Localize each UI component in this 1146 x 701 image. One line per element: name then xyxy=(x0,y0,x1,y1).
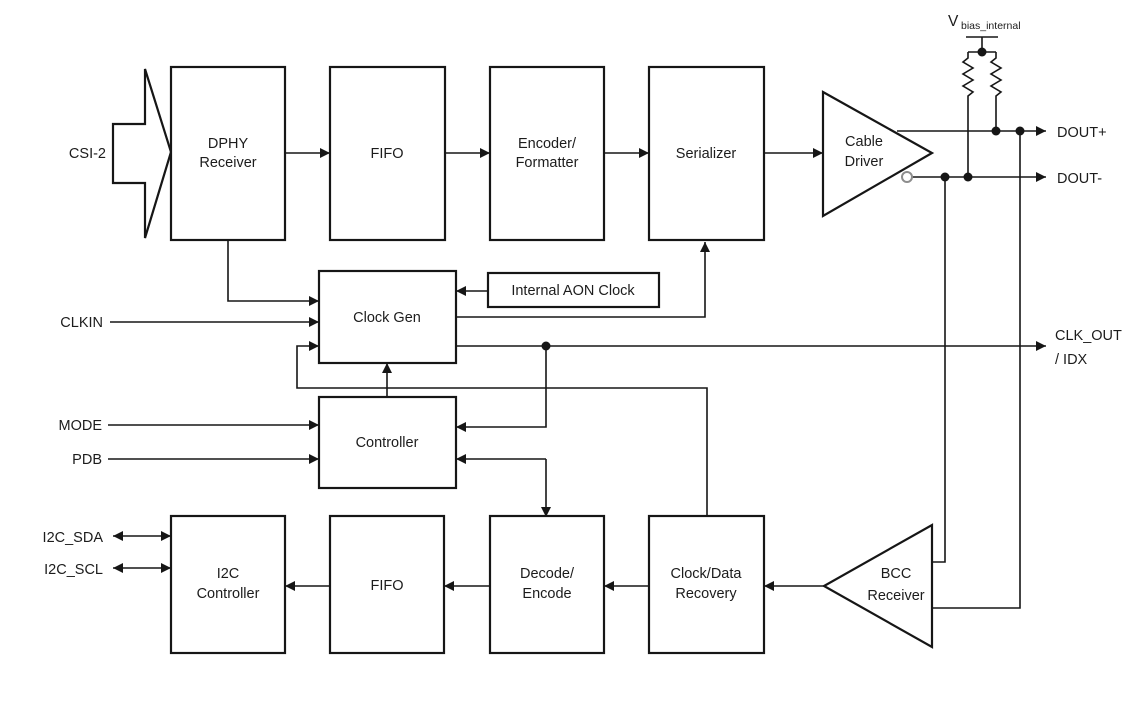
cdr-label: Clock/Data xyxy=(671,566,743,582)
dphy-label: Receiver xyxy=(199,155,256,171)
block-clock-data-recovery: Clock/Data Recovery xyxy=(647,514,766,655)
junction-dot xyxy=(541,341,551,351)
wire-doutplus-to-bcc xyxy=(932,131,1021,609)
port-label-i2c-sda: I2C_SDA xyxy=(43,530,104,546)
port-label-clkin: CLKIN xyxy=(60,315,103,331)
junction-dot xyxy=(977,47,987,57)
block-decode-encode: Decode/ Encode xyxy=(488,514,606,655)
block-bcc-receiver: BCC Receiver xyxy=(821,523,934,649)
wire-clkout-branch-to-controller xyxy=(456,346,547,432)
block-internal-aon-clock: Internal AON Clock xyxy=(486,271,661,309)
wire-dphy-to-clockgen xyxy=(227,240,319,306)
junction-dot xyxy=(991,126,1001,136)
vbias-main: V xyxy=(948,13,959,30)
encoder-label: Formatter xyxy=(516,155,579,171)
fifo-bottom-label: FIFO xyxy=(370,578,403,594)
junction-dot xyxy=(963,172,973,182)
block-encoder-formatter: Encoder/ Formatter xyxy=(488,65,606,242)
block-fifo-bottom: FIFO xyxy=(328,514,446,655)
clock-gen-label: Clock Gen xyxy=(353,310,421,326)
port-label-pdb: PDB xyxy=(72,452,102,468)
vbias-subscript: bias_internal xyxy=(961,20,1021,32)
block-clock-gen: Clock Gen xyxy=(317,269,458,365)
port-label-csi2: CSI-2 xyxy=(69,146,106,162)
resistor-symbol-right xyxy=(989,52,1003,131)
wire-cdr-to-clockgen xyxy=(296,341,708,516)
i2c-label: Controller xyxy=(197,586,260,602)
bcc-receiver-label: BCC xyxy=(881,566,912,582)
block-fifo-top: FIFO xyxy=(328,65,447,242)
serializer-label: Serializer xyxy=(676,146,737,162)
aon-clock-label: Internal AON Clock xyxy=(511,283,635,299)
decode-label: Encode xyxy=(522,586,571,602)
port-label-dout-plus: DOUT+ xyxy=(1057,125,1107,141)
controller-label: Controller xyxy=(356,435,419,451)
block-serializer: Serializer xyxy=(647,65,766,242)
junction-dot xyxy=(940,172,950,182)
port-label-i2c-scl: I2C_SCL xyxy=(44,562,103,578)
block-controller: Controller xyxy=(317,395,458,490)
junction-dot xyxy=(1015,126,1025,136)
bcc-receiver-label: Receiver xyxy=(867,588,924,604)
inverter-bubble-icon xyxy=(901,171,913,183)
wire-doutminus-to-bcc xyxy=(932,177,946,563)
cable-driver-label: Driver xyxy=(845,154,884,170)
cable-driver-label: Cable xyxy=(845,134,883,150)
block-cable-driver: Cable Driver xyxy=(821,90,935,218)
csi2-input-arrow-icon xyxy=(111,68,173,239)
block-i2c-controller: I2C Controller xyxy=(169,514,287,655)
encoder-label: Encoder/ xyxy=(518,136,577,152)
port-label-dout-minus: DOUT- xyxy=(1057,171,1102,187)
resistor-symbol-left xyxy=(961,52,975,177)
dphy-label: DPHY xyxy=(208,136,249,152)
cdr-label: Recovery xyxy=(675,586,737,602)
block-dphy-receiver: DPHY Receiver xyxy=(169,65,287,242)
port-label-vbias: V bias_internal xyxy=(948,13,1021,32)
port-label-mode: MODE xyxy=(59,418,103,434)
port-label-clk-out: CLK_OUT xyxy=(1055,328,1122,344)
port-label-idx: / IDX xyxy=(1055,352,1088,368)
i2c-label: I2C xyxy=(217,566,240,582)
wire-clockgen-to-serializer xyxy=(456,242,710,318)
wiring xyxy=(108,36,1046,609)
decode-label: Decode/ xyxy=(520,566,575,582)
fifo-top-label: FIFO xyxy=(370,146,403,162)
